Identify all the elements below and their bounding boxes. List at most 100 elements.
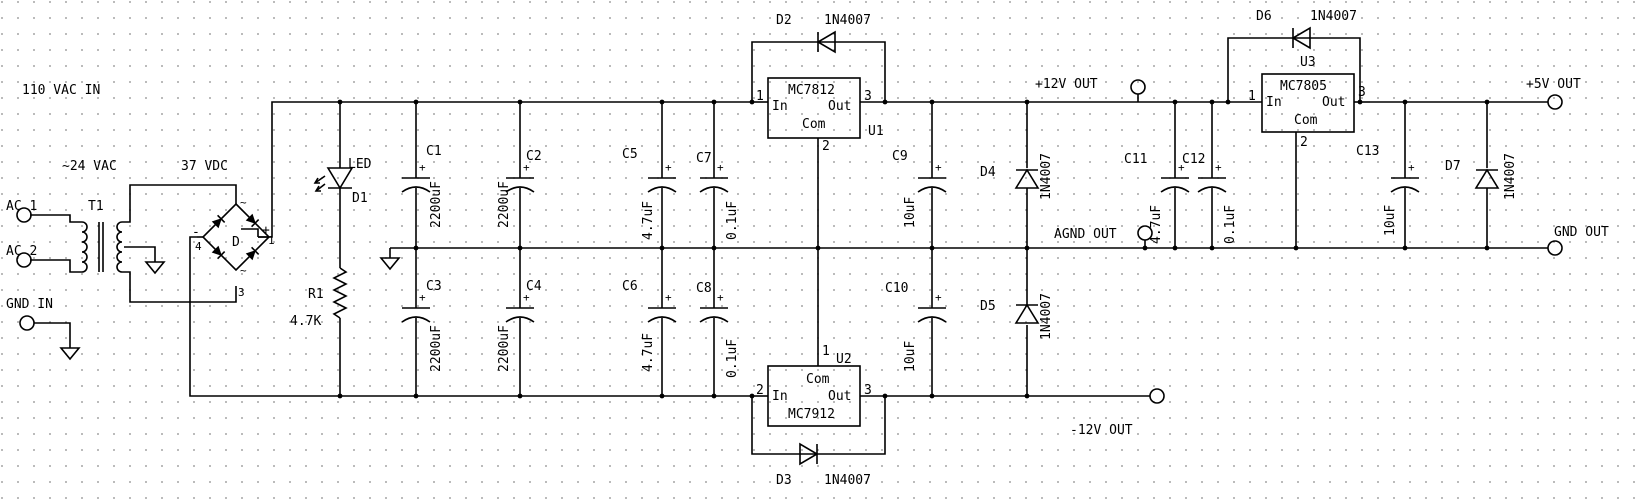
junctions bbox=[337, 99, 1490, 399]
junction-dot bbox=[815, 245, 821, 251]
agnd-out-label: AGND OUT bbox=[1054, 227, 1117, 242]
input-voltage-label: 110 VAC IN bbox=[22, 83, 100, 98]
u1-out: Out bbox=[828, 99, 851, 114]
junction-dot bbox=[929, 393, 935, 399]
junction-dot bbox=[882, 99, 888, 105]
ground-symbol-secondary bbox=[144, 261, 166, 275]
bridge-pin4: 4 bbox=[195, 240, 202, 253]
u2-in: In bbox=[772, 389, 788, 404]
c7-ref: C7 bbox=[696, 151, 712, 166]
junction-dot bbox=[1293, 245, 1299, 251]
u2-com: Com bbox=[806, 372, 830, 387]
junction-dot bbox=[1172, 245, 1178, 251]
c3-value: 2200uF bbox=[429, 325, 444, 372]
capacitor-c13-symbol bbox=[1390, 177, 1420, 193]
d6-part: 1N4007 bbox=[1310, 9, 1357, 24]
plus5-out-label: +5V OUT bbox=[1526, 77, 1581, 92]
u2-out: Out bbox=[828, 389, 851, 404]
u3-pin1: 1 bbox=[1248, 89, 1256, 104]
c12-ref: C12 bbox=[1182, 152, 1205, 167]
c9-value: 10uF bbox=[903, 197, 918, 228]
c10-plus: + bbox=[935, 291, 942, 304]
c11-ref: C11 bbox=[1124, 152, 1147, 167]
d6-ref: D6 bbox=[1256, 9, 1272, 24]
diode-d7 bbox=[1474, 168, 1500, 189]
regulator-u3 bbox=[1261, 73, 1355, 133]
u1-pin1: 1 bbox=[756, 89, 764, 104]
c7-value: 0.1uF bbox=[725, 201, 740, 240]
bridge-ac-b: ~ bbox=[240, 264, 247, 277]
junction-dot bbox=[1402, 245, 1408, 251]
u3-part: MC7805 bbox=[1280, 79, 1327, 94]
capacitors bbox=[401, 177, 1420, 323]
junction-dot bbox=[1024, 245, 1030, 251]
capacitor-c2-symbol bbox=[505, 177, 535, 193]
d5-part: 1N4007 bbox=[1039, 293, 1054, 340]
diode-d2 bbox=[816, 30, 836, 54]
junction-dot bbox=[1402, 99, 1408, 105]
d3-ref: D3 bbox=[776, 473, 792, 488]
capacitor-polarity-marks: + + + + + + + + + + + + + bbox=[419, 161, 1415, 304]
led-ref: D1 bbox=[352, 191, 368, 206]
u2-part: MC7912 bbox=[788, 407, 835, 422]
c9-ref: C9 bbox=[892, 149, 908, 164]
d2-part: 1N4007 bbox=[824, 13, 871, 28]
plus5-out-terminal bbox=[1547, 94, 1563, 110]
d4-part: 1N4007 bbox=[1039, 153, 1054, 200]
u3-com: Com bbox=[1294, 113, 1318, 128]
junction-dot bbox=[413, 99, 419, 105]
transformer-t1 bbox=[81, 221, 123, 273]
c13-plus: + bbox=[1408, 161, 1415, 174]
bridge-minus: - bbox=[192, 225, 200, 240]
junction-dot bbox=[659, 393, 665, 399]
c12-plus: + bbox=[1215, 161, 1222, 174]
c4-value: 2200uF bbox=[497, 325, 512, 372]
c3-ref: C3 bbox=[426, 279, 442, 294]
led-label: LED bbox=[348, 157, 372, 172]
u1-pin2: 2 bbox=[822, 139, 830, 154]
junction-dot bbox=[1142, 245, 1148, 251]
junction-dot bbox=[1209, 245, 1215, 251]
junction-dot bbox=[1484, 245, 1490, 251]
text-labels: 110 VAC IN ~24 VAC 37 VDC AC 1 AC 2 GND … bbox=[6, 9, 1609, 488]
c6-plus: + bbox=[665, 291, 672, 304]
c1-plus: + bbox=[419, 161, 426, 174]
capacitor-c12-symbol bbox=[1197, 177, 1227, 193]
c4-ref: C4 bbox=[526, 279, 542, 294]
c4-plus: + bbox=[523, 291, 530, 304]
minus12-out-terminal bbox=[1149, 388, 1165, 404]
capacitor-c8-symbol bbox=[699, 307, 729, 323]
d2-ref: D2 bbox=[776, 13, 792, 28]
c5-value: 4.7uF bbox=[641, 201, 656, 240]
plus12-out-label: +12V OUT bbox=[1035, 77, 1098, 92]
junction-dot bbox=[1209, 99, 1215, 105]
c6-value: 4.7uF bbox=[641, 333, 656, 372]
transformer-ref: T1 bbox=[88, 199, 104, 214]
junction-dot bbox=[337, 99, 343, 105]
gnd-in-label: GND IN bbox=[6, 297, 53, 312]
junction-dot bbox=[517, 245, 523, 251]
u3-pin3: 3 bbox=[1358, 85, 1366, 100]
d7-part: 1N4007 bbox=[1503, 153, 1518, 200]
secondary-voltage-label: ~24 VAC bbox=[62, 159, 117, 174]
ground-symbol-gnd-in bbox=[59, 347, 81, 361]
agnd-out-terminal bbox=[1137, 225, 1153, 241]
capacitor-c1-symbol bbox=[401, 177, 431, 193]
c3-plus: + bbox=[419, 291, 426, 304]
c12-value: 0.1uF bbox=[1223, 205, 1238, 244]
capacitor-c9-symbol bbox=[917, 177, 947, 193]
ground-symbol-rail bbox=[379, 257, 401, 271]
junction-dot bbox=[337, 393, 343, 399]
u1-com: Com bbox=[802, 117, 826, 132]
bridge-pin1: 1 bbox=[268, 234, 275, 247]
c11-value: 4.7uF bbox=[1149, 205, 1164, 244]
u2-pin1: 1 bbox=[822, 344, 830, 359]
gnd-in-terminal bbox=[19, 315, 35, 331]
diode-d3 bbox=[799, 442, 819, 466]
capacitor-c6-symbol bbox=[647, 307, 677, 323]
rotated-value-labels: 2200uF 2200uF 2200uF 2200uF 4.7uF 4.7uF … bbox=[429, 153, 1518, 378]
c1-value: 2200uF bbox=[429, 181, 444, 228]
capacitor-c5-symbol bbox=[647, 177, 677, 193]
u1-in: In bbox=[772, 99, 788, 114]
